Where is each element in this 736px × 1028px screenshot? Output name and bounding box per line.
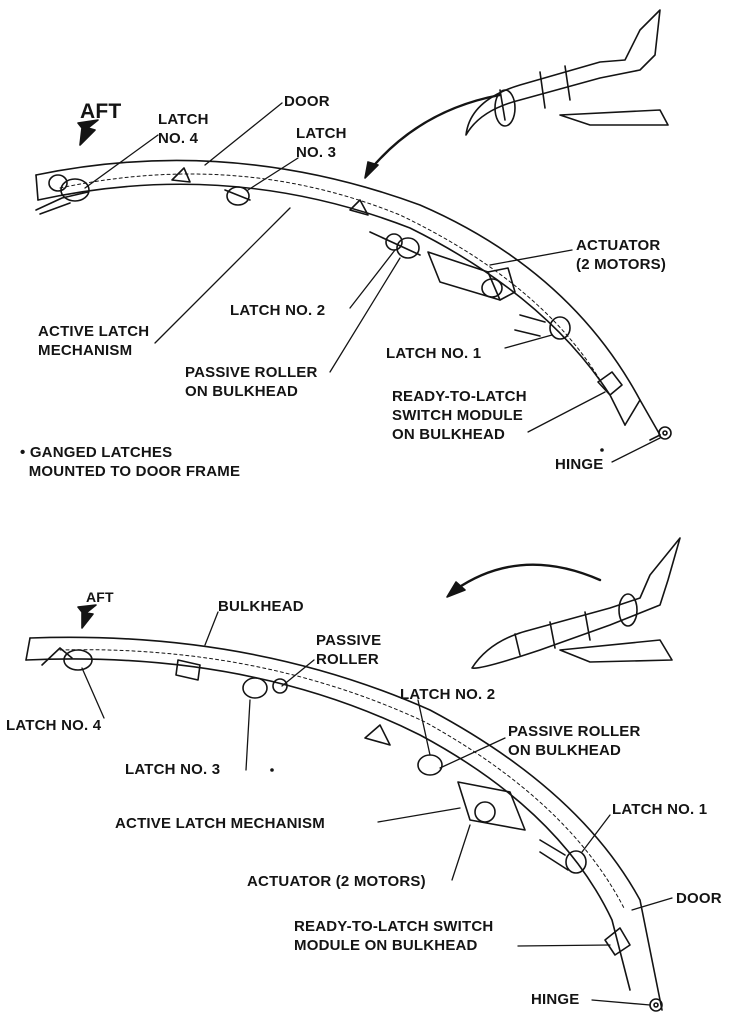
top-actuator-label: ACTUATOR (2 MOTORS) — [576, 237, 667, 273]
top-shuttle-drawing — [465, 9, 669, 136]
bottom-bulkhead-frame — [25, 636, 663, 1011]
top-latch-no-3-label: LATCH NO. 3 — [296, 125, 347, 161]
bottom-aft-arrow — [77, 604, 97, 629]
top-ready-to-latch-drawing — [597, 371, 623, 396]
bottom-rotation-arrow — [446, 563, 602, 598]
bottom-ready-to-latch-drawing — [604, 927, 631, 956]
top-aft-label: AFT — [80, 100, 122, 123]
bottom-actuator-drawing — [457, 781, 526, 831]
bottom-latch-no-1-label: LATCH NO. 1 — [612, 801, 708, 818]
top-actuator-drawing — [427, 251, 516, 301]
bottom-bulkhead-label: BULKHEAD — [218, 598, 304, 615]
top-active-latch-mechanism-label: ACTIVE LATCH MECHANISM — [38, 323, 150, 359]
bottom-door-label: DOOR — [676, 890, 722, 907]
bottom-actuator-label: ACTUATOR (2 MOTORS) — [247, 873, 426, 890]
top-ganged-latches-note: • GANGED LATCHES MOUNTED TO DOOR FRAME — [20, 444, 241, 480]
bottom-hinge-label: HINGE — [531, 991, 580, 1008]
bottom-leader-lines — [81, 611, 673, 1006]
bottom-shuttle-drawing — [471, 537, 681, 669]
top-ready-to-latch-label: READY-TO-LATCH SWITCH MODULE ON BULKHEAD — [392, 388, 527, 443]
top-latch-1-drawing — [514, 314, 571, 340]
top-passive-roller-label: PASSIVE ROLLER ON BULKHEAD — [185, 364, 318, 400]
top-latch-no-1-label: LATCH NO. 1 — [386, 345, 482, 362]
bottom-latch-no-4-label: LATCH NO. 4 — [6, 717, 102, 734]
bottom-ready-to-latch-label: READY-TO-LATCH SWITCH MODULE ON BULKHEAD — [294, 918, 494, 954]
bottom-passive-roller-on-bulkhead-label: PASSIVE ROLLER ON BULKHEAD — [508, 723, 641, 759]
top-door-frame — [35, 159, 661, 441]
bottom-latch-2-drawing — [364, 724, 443, 776]
bottom-latch-3-drawing — [175, 659, 268, 699]
bottom-active-latch-mechanism-label: ACTIVE LATCH MECHANISM — [115, 815, 325, 832]
top-hinge-drawing — [658, 426, 672, 440]
top-latch-3-drawing — [171, 167, 251, 206]
bottom-aft-label: AFT — [86, 589, 114, 605]
bottom-latch-4-drawing — [41, 647, 93, 671]
speck-marks — [270, 448, 604, 772]
top-door-label: DOOR — [284, 93, 330, 110]
top-latch-2-drawing — [349, 199, 421, 259]
top-leader-lines — [84, 102, 661, 463]
top-hinge-label: HINGE — [555, 456, 604, 473]
top-rotation-arrow — [364, 93, 502, 179]
top-latch-4-drawing — [35, 174, 90, 215]
bottom-passive-roller-drawing — [272, 678, 288, 694]
top-latch-no-4-label: LATCH NO. 4 — [158, 111, 209, 147]
bottom-passive-roller-label: PASSIVE ROLLER — [316, 632, 382, 668]
bottom-latch-1-drawing — [539, 839, 587, 874]
bottom-latch-no-3-label: LATCH NO. 3 — [125, 761, 221, 778]
bottom-latch-no-2-label: LATCH NO. 2 — [400, 686, 496, 703]
top-latch-no-2-label: LATCH NO. 2 — [230, 302, 326, 319]
top-aft-arrow — [77, 119, 99, 146]
